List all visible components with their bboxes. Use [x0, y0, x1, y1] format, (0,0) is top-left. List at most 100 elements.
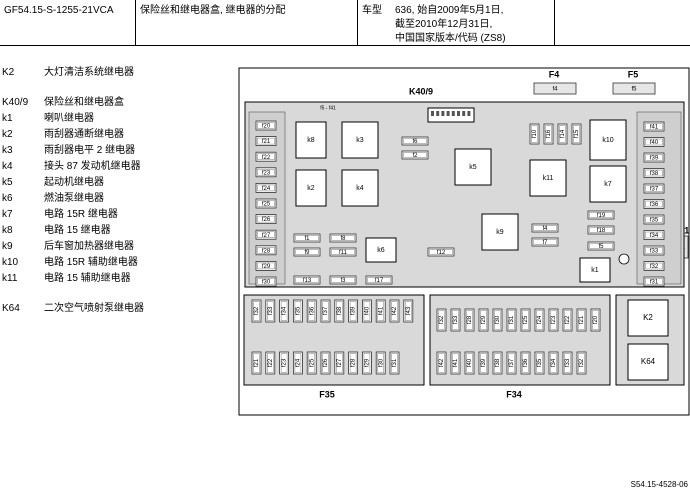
left-fuse-body [255, 151, 277, 162]
fuse-f2-body [401, 150, 429, 160]
right-fuse: f40 [650, 140, 659, 146]
f34-top-fuse-inner [522, 310, 529, 330]
left-fuse-inner [257, 262, 275, 270]
f35-bottom-fuse-body [348, 351, 359, 375]
relay-k11-body [529, 159, 567, 197]
legend-code: k11 [2, 273, 18, 284]
legend-code: k2 [2, 129, 13, 140]
relay-k3-body [341, 121, 379, 159]
relay-k2: k2 [307, 185, 315, 192]
f34-bottom-fuse: f40 [467, 358, 473, 367]
relay-k6: k6 [377, 247, 385, 254]
f35-top-fuse-body [265, 299, 276, 323]
left-fuse: f25 [262, 202, 271, 208]
f34-bottom-fuse-body [576, 351, 587, 375]
fuse-f7: f7 [542, 240, 548, 246]
connector-pin [431, 111, 434, 116]
f35-top-fuse-inner [294, 301, 302, 321]
legend-desc: 保险丝和继电器盒 [44, 97, 124, 108]
connector-pin [446, 111, 450, 116]
connector-pin [436, 111, 440, 116]
relay-k11: k11 [543, 175, 554, 182]
left-fuse-body [255, 260, 277, 271]
legend-desc: 燃油泵继电器 [44, 193, 104, 204]
f35-bottom-fuse-body [251, 351, 262, 375]
relay-k1: k1 [591, 267, 599, 274]
right-fuse: f32 [650, 264, 659, 270]
relay-k8: k8 [307, 137, 315, 144]
reference-code: S54.15-4528-06 [630, 480, 688, 489]
left-fuse: f23 [262, 170, 271, 176]
relay-k7-body [589, 165, 627, 203]
f4-label: F4 [549, 69, 560, 79]
f35-bottom-fuse-inner [280, 353, 288, 373]
fuse-f12-body [427, 247, 455, 257]
f34-top-fuse-inner [438, 310, 445, 330]
connector-pin [462, 111, 466, 116]
right-fuse-body [643, 137, 665, 147]
f34-bottom-fuse-inner [564, 353, 571, 373]
legend-code: k3 [2, 145, 13, 156]
left-fuse-body [255, 245, 277, 256]
f35-top-fuse-inner [253, 301, 260, 321]
right-fuse-inner [645, 247, 663, 254]
fuse-f7-body [531, 237, 559, 247]
f35-top-fuse: f33 [268, 306, 274, 315]
relay-k8-body [295, 121, 327, 159]
right-fuse: f37 [650, 187, 659, 193]
title-cell: 保险丝和继电器盒, 继电器的分配 [136, 0, 358, 46]
f34-top-fuse-body [492, 308, 503, 332]
fuse-f3-inner [331, 277, 355, 283]
right-fuse-body [643, 121, 665, 132]
right-fuse-inner [645, 278, 663, 285]
relay-k9-body [481, 213, 519, 251]
f5-inner: f5 [631, 87, 637, 93]
doc-id: GF54.15-S-1255-21VCA [4, 5, 114, 16]
fuse-f11-inner [331, 249, 355, 255]
f34-bottom-fuse-inner [536, 353, 543, 373]
f34-bottom-fuse-body [450, 351, 461, 375]
fuse-f1-body [293, 233, 321, 243]
f34-bottom-fuse: f34 [551, 358, 557, 367]
fuse-f5: f5 [598, 244, 604, 250]
vertical-fuse-body [529, 123, 540, 145]
connector-pin [467, 111, 471, 116]
relay-K64-big-body [627, 343, 669, 381]
legend-desc: 电路 15 辅助继电器 [44, 273, 131, 284]
f34-top-fuse: f23 [551, 315, 557, 324]
right-fuse-body [643, 183, 665, 194]
f35-bottom-fuse-inner [322, 353, 329, 373]
right-fuse-body [643, 276, 665, 287]
f34-bottom-fuse: f38 [495, 358, 501, 367]
vertical-fuse: f10 [532, 129, 538, 138]
legend-desc: 接头 87 发动机继电器 [44, 161, 141, 172]
left-fuse: f24 [262, 186, 271, 192]
fuse-f13: f13 [303, 278, 312, 284]
fuse-f5-body [587, 241, 615, 251]
f34-bottom-fuse-inner [578, 353, 585, 373]
legend-code: K2 [2, 67, 15, 78]
f35-top-fuse-body [292, 299, 303, 323]
right-fuse-body [643, 261, 665, 271]
f34-top-fuse: f32 [439, 315, 445, 324]
f35-top-fuse: f39 [351, 306, 357, 315]
f35-bottom-fuse-body [389, 351, 400, 375]
f35-top-fuse-body [389, 299, 400, 323]
f35-bottom-fuse: f24 [295, 358, 301, 367]
right-fuse-body [643, 152, 665, 163]
f34-top-fuse-body [478, 308, 489, 332]
legend-code: K64 [2, 303, 20, 314]
legend-desc: 电路 15R 继电器 [44, 209, 118, 220]
relay-k10-body [589, 119, 627, 161]
f34-top-fuse-inner [536, 310, 543, 330]
relay-K2-big: K2 [643, 313, 653, 322]
f34-top-fuse-body [534, 308, 545, 332]
f35-bottom-fuse-body [361, 351, 372, 375]
fuse-f4-inner [533, 225, 557, 231]
f35-bottom-fuse-inner [253, 353, 260, 373]
f34-top-fuse-body [562, 308, 573, 332]
vertical-fuse: f16 [546, 129, 552, 138]
f34-top-fuse-inner [508, 310, 515, 330]
relay-k1-body [579, 257, 611, 283]
fuse-f5-inner [589, 243, 613, 249]
